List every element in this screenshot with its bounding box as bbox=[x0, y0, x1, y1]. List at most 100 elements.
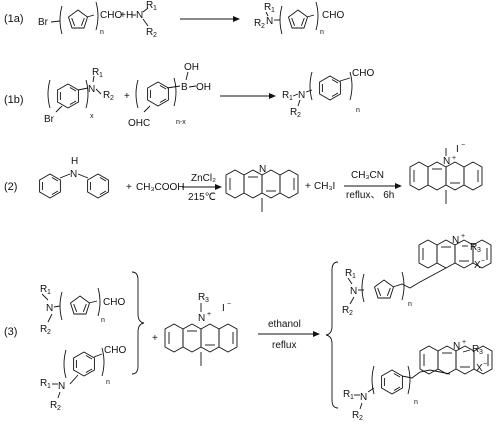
atom-r1-3b: R bbox=[40, 378, 47, 389]
atom-cho-3a: CHO bbox=[103, 297, 125, 308]
benzene-product bbox=[381, 369, 403, 395]
atom-r1-p1: R bbox=[345, 268, 352, 279]
svg-text:n: n bbox=[106, 379, 110, 386]
svg-text:−: − bbox=[483, 361, 487, 368]
atom-r2-p2: R bbox=[352, 410, 359, 421]
atom-r2-3a: R bbox=[40, 324, 47, 335]
atom-n-acr-3: N bbox=[198, 313, 205, 324]
thiophene-1a-reactant bbox=[68, 9, 88, 29]
svg-text:3: 3 bbox=[479, 349, 483, 356]
svg-text:2: 2 bbox=[110, 95, 114, 102]
thiophene-3-reactant bbox=[70, 295, 90, 315]
atom-n-p1: N bbox=[350, 286, 357, 297]
atom-r2-1a-prod: R bbox=[254, 18, 261, 29]
svg-text:n: n bbox=[320, 29, 324, 36]
brace-products bbox=[325, 261, 339, 409]
plus-2a: + bbox=[126, 182, 132, 193]
svg-text:1: 1 bbox=[153, 5, 157, 12]
thiophene-1a-product bbox=[288, 9, 308, 29]
atom-oh-top: OH bbox=[184, 62, 199, 73]
arrow-2a bbox=[182, 184, 222, 190]
atom-oh-right: OH bbox=[196, 82, 211, 93]
benzene-1b-boronic bbox=[147, 81, 169, 107]
atom-r1-p2: R bbox=[343, 389, 350, 400]
svg-text:3: 3 bbox=[205, 297, 209, 304]
atom-r2-1b: R bbox=[103, 90, 110, 101]
reagent-acn: CH₃CN bbox=[351, 170, 384, 181]
vinyl-p1 bbox=[392, 281, 421, 289]
svg-text:−: − bbox=[461, 142, 465, 149]
reagent-temp: 215℃ bbox=[188, 192, 216, 203]
atom-r3-p1: R bbox=[470, 242, 477, 253]
thiophene-product bbox=[374, 279, 394, 299]
sub-n-1a: n bbox=[100, 29, 104, 36]
atom-r2-1b-prod: R bbox=[290, 107, 297, 118]
atom-br-1b: Br bbox=[44, 114, 55, 125]
atom-n-1b: N bbox=[88, 84, 95, 95]
svg-text:1: 1 bbox=[289, 95, 293, 102]
svg-text:n: n bbox=[101, 317, 105, 324]
svg-text:2: 2 bbox=[47, 329, 51, 336]
arrow-3 bbox=[258, 331, 320, 337]
atom-n-acr-p1: N bbox=[452, 235, 459, 246]
atom-n-acr-prod: N bbox=[443, 156, 450, 167]
svg-text:2: 2 bbox=[57, 405, 61, 412]
svg-text:2: 2 bbox=[359, 415, 363, 422]
arrow-1b bbox=[220, 93, 276, 99]
svg-text:1: 1 bbox=[350, 394, 354, 401]
atom-cho-3b: CHO bbox=[104, 345, 126, 356]
atom-n-p2: N bbox=[360, 392, 367, 403]
svg-text:3: 3 bbox=[477, 247, 481, 254]
atom-x-p1: X bbox=[474, 260, 481, 271]
acridinium-3 bbox=[164, 323, 238, 353]
atom-ohc-1b: OHC bbox=[128, 118, 150, 129]
svg-text:n: n bbox=[356, 107, 360, 114]
atom-n-1a-prod: N bbox=[266, 16, 273, 27]
atom-n-acr-2: N bbox=[259, 164, 266, 175]
svg-text:1: 1 bbox=[47, 289, 51, 296]
atom-cho-1a: CHO bbox=[100, 10, 122, 21]
atom-n-1a: N bbox=[136, 10, 143, 21]
benzene-1b-product bbox=[319, 75, 341, 101]
svg-text:−: − bbox=[227, 301, 231, 308]
atom-nplus-acr-3: + bbox=[207, 311, 211, 318]
atom-n-2: N bbox=[70, 169, 77, 180]
svg-text:1: 1 bbox=[99, 72, 103, 79]
label-eq1b: (1b) bbox=[4, 94, 24, 106]
arrow-2b bbox=[344, 183, 402, 189]
atom-r1-3a: R bbox=[40, 284, 47, 295]
atom-r3-p2: R bbox=[472, 344, 479, 355]
atom-r1-1a: R bbox=[146, 0, 153, 11]
atom-r2-1a: R bbox=[146, 27, 153, 38]
atom-r2-p1: R bbox=[342, 305, 349, 316]
benzene-1b-amine bbox=[57, 83, 79, 109]
bracket-close-1a bbox=[95, 1, 99, 31]
svg-text:1: 1 bbox=[47, 383, 51, 390]
arrow-1a bbox=[180, 16, 240, 22]
atom-nplus-acr-p2: + bbox=[462, 339, 466, 346]
svg-text:1: 1 bbox=[271, 7, 275, 14]
atom-r1-1b-prod: R bbox=[282, 90, 289, 101]
reagent-acetic: CH₃COOH bbox=[136, 182, 185, 193]
svg-text:x: x bbox=[90, 113, 94, 120]
vinyl-p2 bbox=[401, 369, 431, 379]
reagent-reflux: reflux bbox=[272, 340, 296, 351]
reagent-reflux-time: reflux、 6h bbox=[346, 190, 394, 201]
reagent-ethanol: ethanol bbox=[268, 319, 301, 330]
brace-reactants bbox=[131, 271, 145, 375]
svg-text:n: n bbox=[414, 399, 418, 406]
atom-r2-3b: R bbox=[50, 400, 57, 411]
atom-h-2: H bbox=[71, 156, 78, 167]
atom-n-1b-prod: N bbox=[298, 90, 305, 101]
benzene-3-reactant bbox=[73, 351, 95, 377]
label-eq1a: (1a) bbox=[4, 13, 24, 25]
atom-iodide-3: I bbox=[222, 303, 225, 314]
plus-3: + bbox=[152, 333, 158, 344]
reagent-zncl: ZnCl₂ bbox=[191, 173, 216, 184]
svg-text:n: n bbox=[408, 301, 412, 308]
atom-n-3b: N bbox=[58, 381, 65, 392]
plus-2b: + bbox=[305, 181, 311, 192]
svg-text:1: 1 bbox=[352, 273, 356, 280]
svg-text:2: 2 bbox=[153, 32, 157, 39]
label-eq3: (3) bbox=[4, 326, 17, 338]
